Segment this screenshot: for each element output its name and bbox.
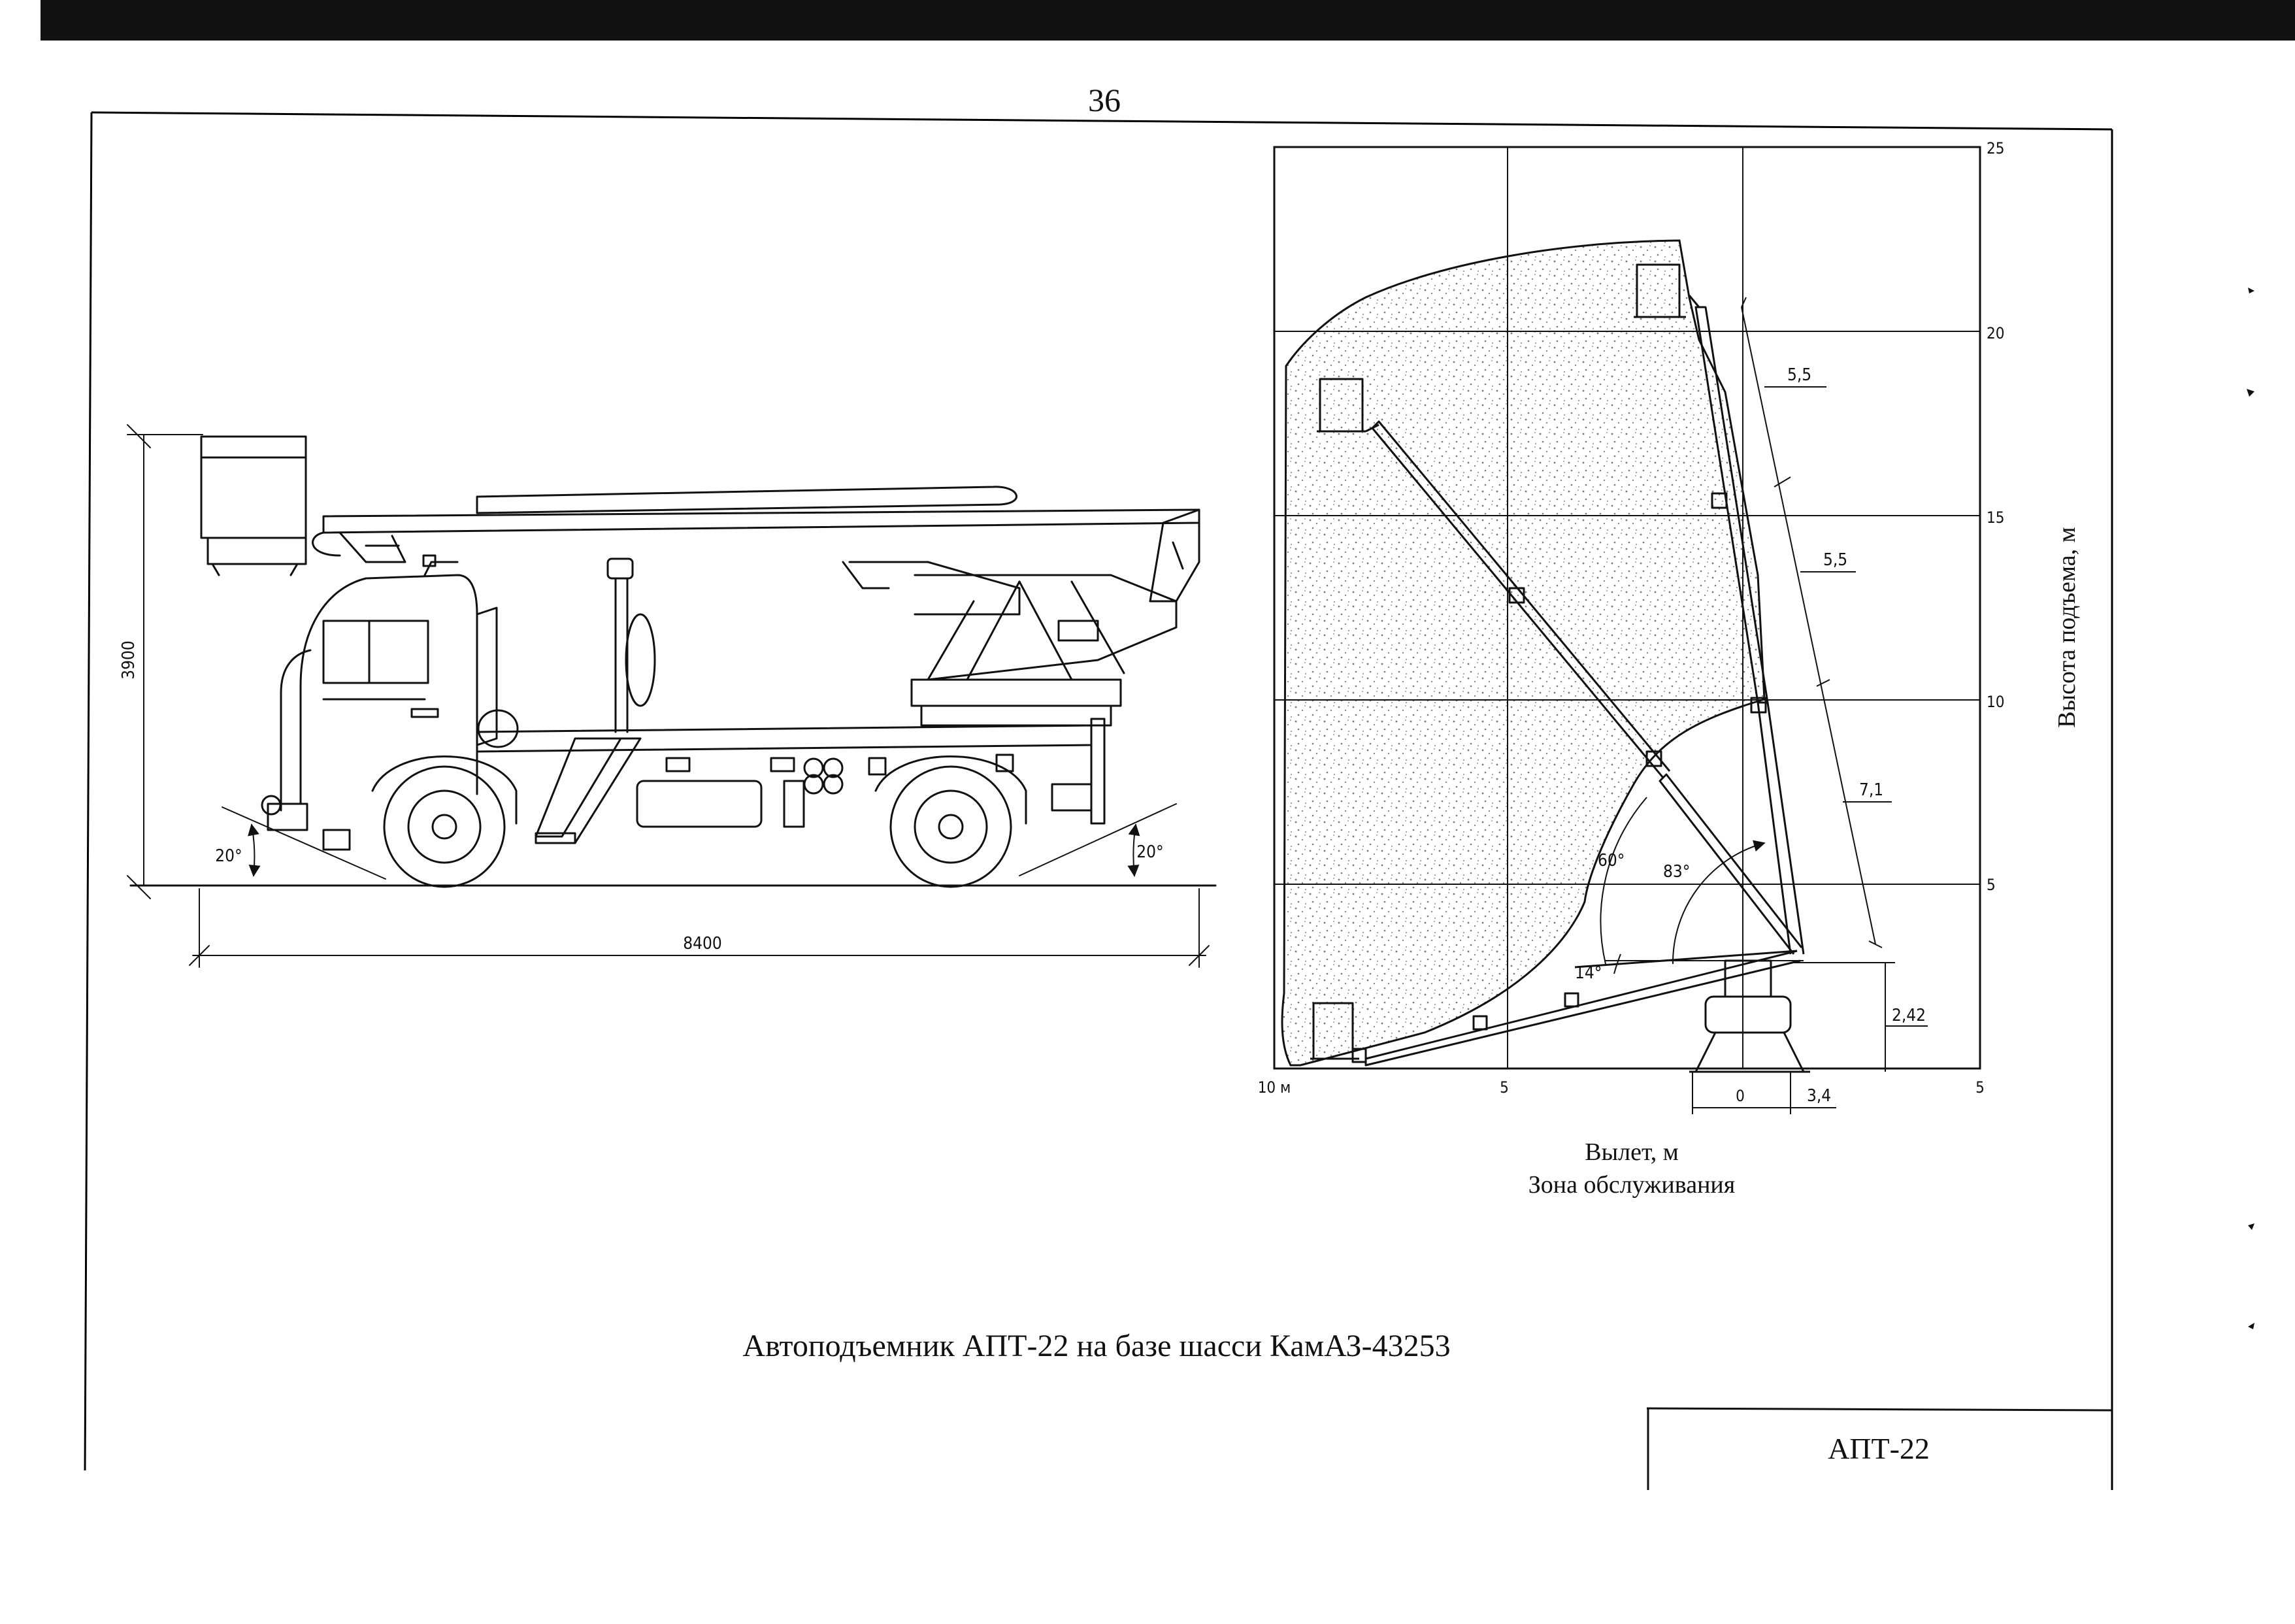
dim-middle-boom: 5,5 [1823,550,1847,570]
x-tick-5-left: 5 [1500,1078,1509,1097]
service-zone-area [1281,239,1766,1067]
scan-left-band [0,0,41,1624]
page-frame [84,111,2113,1490]
x-axis-ticks: 10 м 5 0 5 [1258,1078,1985,1105]
angle-14: 14° [1575,963,1602,983]
truck-side-view [127,424,1217,968]
front-approach-angle: 20° [215,846,242,866]
angle-83: 83° [1663,862,1690,882]
dim-upper-boom: 5,5 [1787,365,1811,385]
title-block-label: АПТ-22 [1828,1432,1930,1465]
dim-pivot-height: 2,42 [1892,1006,1926,1025]
y-axis-title: Высота подъема, м [2053,527,2081,727]
y-tick-5: 5 [1987,876,1996,894]
service-zone-chart: 25 20 15 10 5 10 м 5 0 5 5,5 5,5 7,1 2,4… [1258,139,2081,1199]
y-axis-ticks: 25 20 15 10 5 [1987,139,2004,894]
y-tick-10: 10 [1987,693,2004,711]
x-tick-5-right: 5 [1975,1078,1985,1097]
chart-dimension-lines [1692,297,1928,1114]
chart-frame [1273,146,1981,1070]
chart-dimension-labels: 5,5 5,5 7,1 2,42 3,4 60° 83° 14° [1575,365,1926,1106]
x-axis-title: Вылет, м [1585,1138,1679,1166]
x-tick-10: 10 м [1258,1078,1291,1097]
x-tick-0: 0 [1736,1087,1745,1105]
scan-artifacts [2247,288,2254,1329]
scan-bottom-band [0,1614,2295,1624]
length-dimension: 8400 [683,934,722,953]
dim-lower-boom: 7,1 [1859,780,1883,800]
page-number: 36 [1088,82,1121,118]
figure-caption: Автоподъемник АПТ-22 на базе шасси КамАЗ… [742,1329,1450,1363]
scan-top-band [0,0,2295,41]
y-tick-25: 25 [1987,139,2004,157]
chart-subtitle: Зона обслуживания [1528,1171,1735,1199]
dim-pivot-offset: 3,4 [1807,1086,1831,1106]
title-block [1646,1407,2113,1490]
boom-positions [1310,263,1810,1073]
rear-departure-angle: 20° [1136,842,1163,862]
y-tick-15: 15 [1987,508,2004,527]
height-dimension: 3900 [119,640,139,680]
angle-60: 60° [1598,851,1625,870]
y-tick-20: 20 [1987,324,2004,342]
